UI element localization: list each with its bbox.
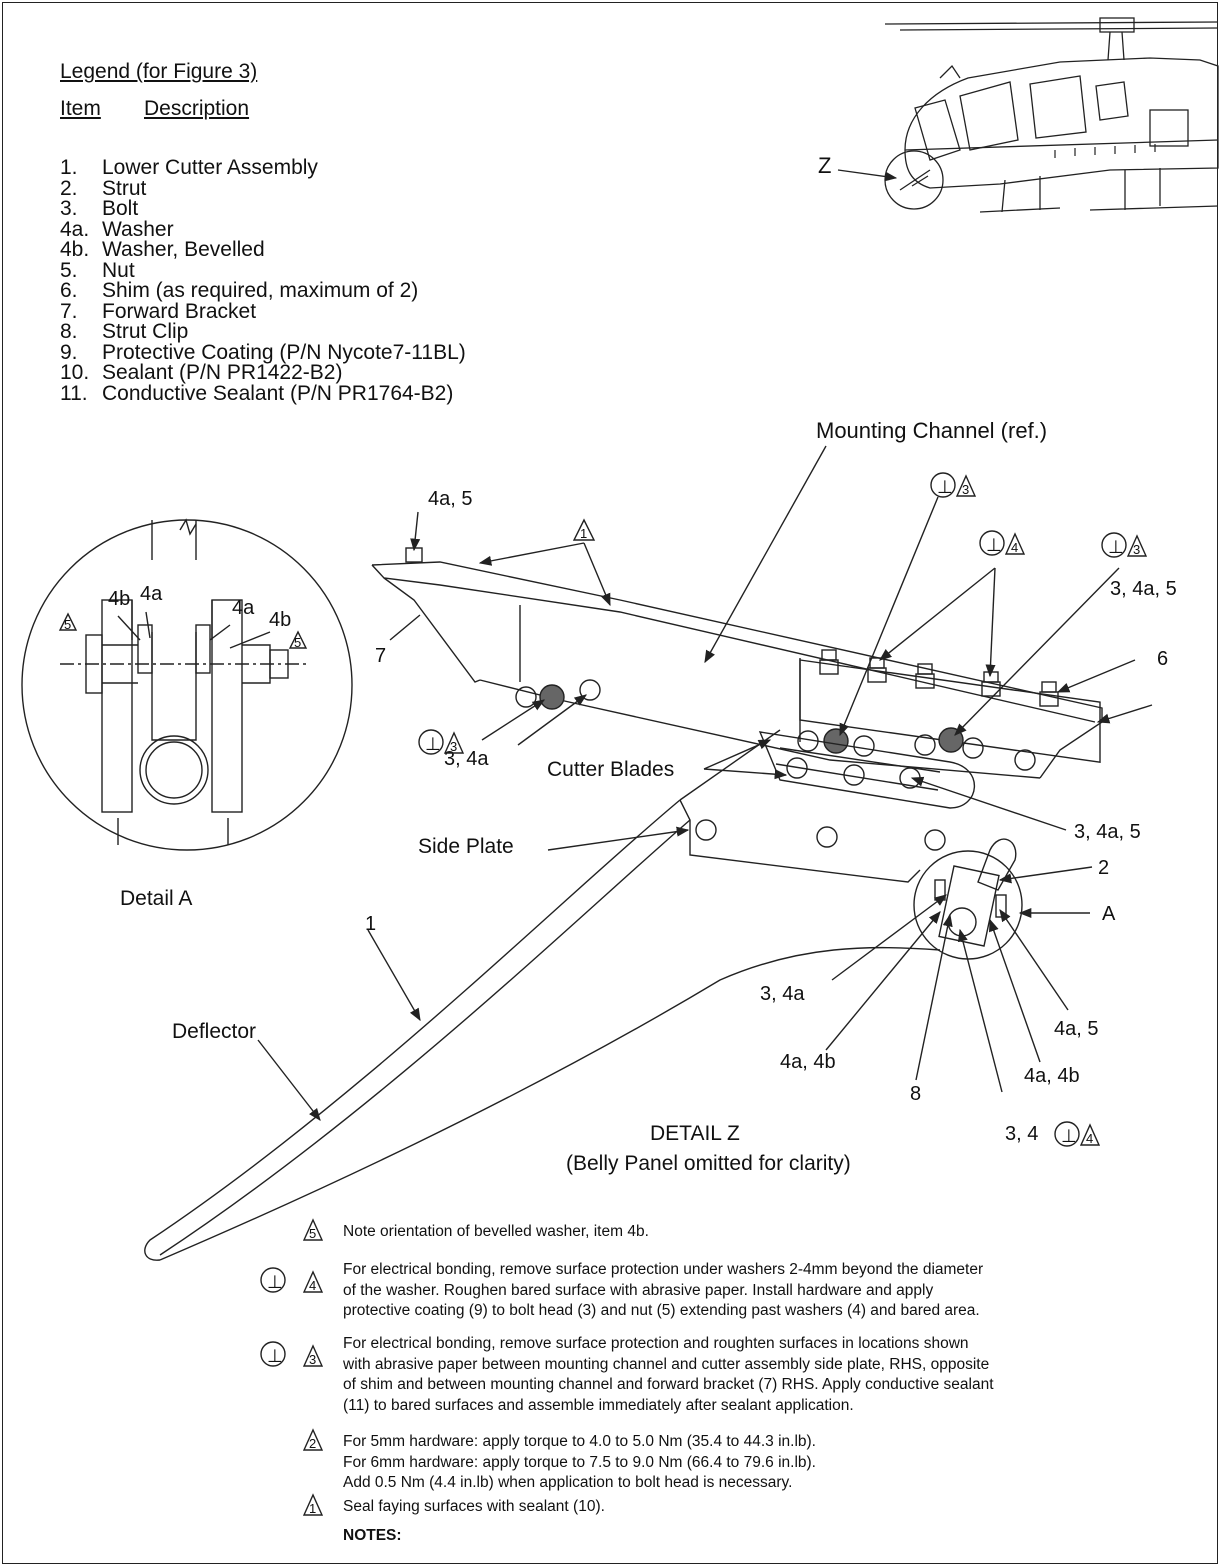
notes-heading: NOTES: (343, 1527, 402, 1544)
label-detail-a: Detail A (120, 887, 192, 910)
label-mounting-channel: Mounting Channel (ref.) (816, 418, 1047, 443)
label-belly-panel-note: (Belly Panel omitted for clarity) (566, 1152, 851, 1175)
svg-text:⊥: ⊥ (937, 477, 953, 497)
label-3-4a-5-right: 3, 4a, 5 (1110, 578, 1177, 600)
detail-a-view (21, 518, 353, 851)
leader-lines (257, 445, 1153, 1121)
note-2: For 5mm hardware: apply torque to 4.0 to… (343, 1433, 816, 1491)
label-cutter-blades: Cutter Blades (547, 758, 674, 781)
label-7: 7 (375, 645, 386, 667)
legend-list: 1.Lower Cutter Assembly 2.Strut 3.Bolt 4… (60, 156, 466, 405)
detail-a-label-4b-left: 4b (108, 588, 130, 610)
note-5: Note orientation of bevelled washer, ite… (343, 1223, 649, 1240)
label-4a-5-low: 4a, 5 (1054, 1018, 1098, 1040)
legend-item: 3.Bolt (60, 197, 139, 220)
legend-item: 5.Nut (60, 258, 135, 282)
legend-col-description: Description (144, 97, 250, 120)
label-4a-5-top: 4a, 5 (428, 488, 472, 510)
svg-text:⊥: ⊥ (1061, 1126, 1077, 1146)
label-3-4a-5-mid: 3, 4a, 5 (1074, 821, 1141, 843)
svg-text:⊥: ⊥ (267, 1272, 283, 1292)
detail-a-label-4a-left: 4a (140, 583, 163, 605)
svg-text:⊥: ⊥ (267, 1346, 283, 1366)
label-a: A (1102, 903, 1116, 925)
svg-text:4: 4 (1086, 1131, 1093, 1146)
label-z: Z (818, 153, 831, 178)
svg-text:⊥: ⊥ (986, 535, 1002, 555)
note-3: For electrical bonding, remove surface p… (343, 1335, 994, 1414)
legend-item: 7.Forward Bracket (60, 299, 257, 323)
bonding-symbol-bottom-4: ⊥ 4 (1054, 1121, 1101, 1147)
legend-col-item: Item (60, 97, 101, 120)
note-1: Seal faying surfaces with sealant (10). (343, 1498, 605, 1515)
note-flags: 5 ⊥ 4 ⊥ 3 2 1 (260, 1218, 324, 1516)
svg-text:3: 3 (1133, 542, 1140, 557)
note-4: For electrical bonding, remove surface p… (343, 1261, 984, 1319)
legend-item: 4a.Washer (60, 217, 174, 241)
bonding-symbol-right-3: ⊥ 3 (1101, 532, 1148, 558)
svg-text:3: 3 (309, 1352, 316, 1367)
detail-a-label-4a-right: 4a (232, 597, 255, 619)
label-3-4a-low: 3, 4a (760, 983, 805, 1005)
legend-item: 1.Lower Cutter Assembly (60, 156, 318, 179)
svg-text:1: 1 (309, 1501, 316, 1516)
flag-1-number: 1 (580, 526, 587, 541)
svg-text:2: 2 (309, 1436, 316, 1451)
bonding-symbol-top-3: ⊥ 3 (930, 472, 977, 498)
svg-text:3: 3 (450, 739, 457, 754)
detail-a-flag-5-right (288, 630, 308, 649)
bonding-symbol-left-3: ⊥ 3 (418, 729, 465, 755)
legend-header: Item Description (60, 97, 249, 121)
svg-text:3: 3 (962, 482, 969, 497)
legend-item: 10.Sealant (P/N PR1422-B2) (60, 361, 343, 384)
legend-item: 6.Shim (as required, maximum of 2) (60, 279, 419, 302)
svg-text:4: 4 (1011, 540, 1018, 555)
legend-item: 11.Conductive Sealant (P/N PR1764-B2) (60, 381, 454, 405)
legend-item: 2.Strut (60, 176, 147, 200)
label-6: 6 (1157, 648, 1168, 670)
svg-text:⊥: ⊥ (1108, 537, 1124, 557)
detail-a-label-4b-right: 4b (269, 609, 291, 631)
label-4a-4b-right: 4a, 4b (1024, 1065, 1080, 1087)
svg-text:⊥: ⊥ (425, 734, 441, 754)
label-deflector: Deflector (172, 1020, 256, 1043)
strut (913, 838, 1023, 960)
label-1: 1 (365, 913, 376, 935)
label-2: 2 (1098, 857, 1109, 879)
deflector (144, 799, 941, 1261)
label-3-4: 3, 4 (1005, 1123, 1038, 1145)
legend-item: 8.Strut Clip (60, 320, 189, 343)
label-side-plate: Side Plate (418, 835, 514, 858)
detail-a-flag-5-right-number: 5 (294, 635, 301, 650)
legend-item: 4b.Washer, Bevelled (60, 238, 265, 261)
label-detail-z: DETAIL Z (650, 1122, 740, 1145)
holes (515, 679, 1036, 851)
detail-a-flag-5-left-number: 5 (64, 617, 71, 632)
label-8: 8 (910, 1083, 921, 1105)
bonding-symbol-top-4: ⊥ 4 (979, 530, 1026, 556)
svg-text:4: 4 (309, 1278, 316, 1293)
svg-text:5: 5 (309, 1226, 316, 1241)
detail-a-flag-5-left (58, 612, 78, 631)
mounting-channel (371, 561, 1103, 779)
legend-item: 9.Protective Coating (P/N Nycote7-11BL) (60, 340, 466, 364)
helicopter-icon (837, 17, 1219, 213)
legend-title: Legend (for Figure 3) (60, 60, 258, 83)
flag-1-icon (572, 518, 596, 541)
detail-a-leaders (117, 611, 271, 649)
label-4a-4b-left: 4a, 4b (780, 1051, 836, 1073)
